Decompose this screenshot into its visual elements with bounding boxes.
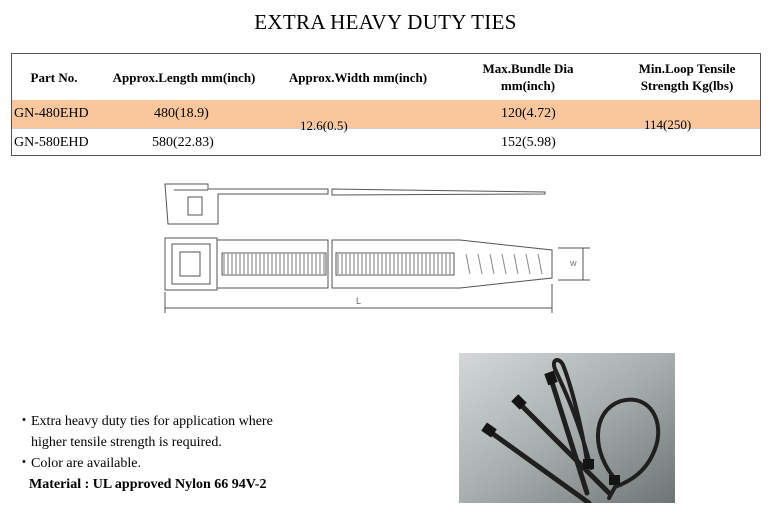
note-line-2: higher tensile strength is required. [31,435,222,450]
header-tensile-line1: Min.Loop Tensile [638,61,736,76]
note-line-1: ・Extra heavy duty ties for application w… [17,414,273,429]
header-width: Approx.Width mm(inch) [288,69,428,85]
drawing-line [525,253,531,275]
product-photo [459,353,675,503]
drawing-line [477,253,483,275]
header-tensile-line2: Strength Kg(lbs) [640,78,734,93]
header-length: Approx.Length mm(inch) [112,69,256,85]
drawing-line [501,253,507,275]
cable-tie-drawing: L W [164,183,590,313]
table-header: Part No. Approx.Length mm(inch) Approx.W… [12,54,760,101]
cell-tensile-shared: 114(250) [644,117,692,132]
drawing-line [537,253,543,275]
header-part-no: Part No. [30,69,78,85]
bullet-icon: ・ [17,456,31,471]
dimension-length-label: L [356,296,361,306]
note-line-3: ・Color are available. [17,456,142,471]
feature-notes: ・Extra heavy duty ties for application w… [17,411,273,495]
material-note: Material : UL approved Nylon 66 94V-2 [29,477,267,492]
page-title: EXTRA HEAVY DUTY TIES [254,10,517,34]
cell-bundle: 120(4.72) [501,106,556,121]
cell-bundle: 152(5.98) [501,135,556,150]
cell-width-shared: 12.6(0.5) [300,118,348,133]
cell-part-no: GN-580EHD [14,135,89,150]
header-tensile: Min.Loop Tensile Strength Kg(lbs) [612,54,762,100]
drawing-line [513,253,519,275]
cell-part-no: GN-480EHD [14,106,89,121]
header-bundle-line2: mm(inch) [500,78,556,93]
table-row: GN-480EHD 480(18.9) 120(4.72) [12,100,760,128]
cell-length: 480(18.9) [154,106,209,121]
spec-table: Part No. Approx.Length mm(inch) Approx.W… [11,53,761,156]
dimension-width-label: W [570,261,577,268]
ratchet-ribs [223,254,451,274]
table-row: GN-580EHD 580(22.83) 152(5.98) [12,128,760,156]
drawing-line [489,253,495,275]
header-bundle: Max.Bundle Dia mm(inch) [452,54,604,100]
cell-length: 580(22.83) [152,135,214,150]
header-bundle-line1: Max.Bundle Dia [482,61,574,76]
bullet-icon: ・ [17,414,31,429]
drawing-line [465,253,471,275]
tail-slots [465,253,543,275]
